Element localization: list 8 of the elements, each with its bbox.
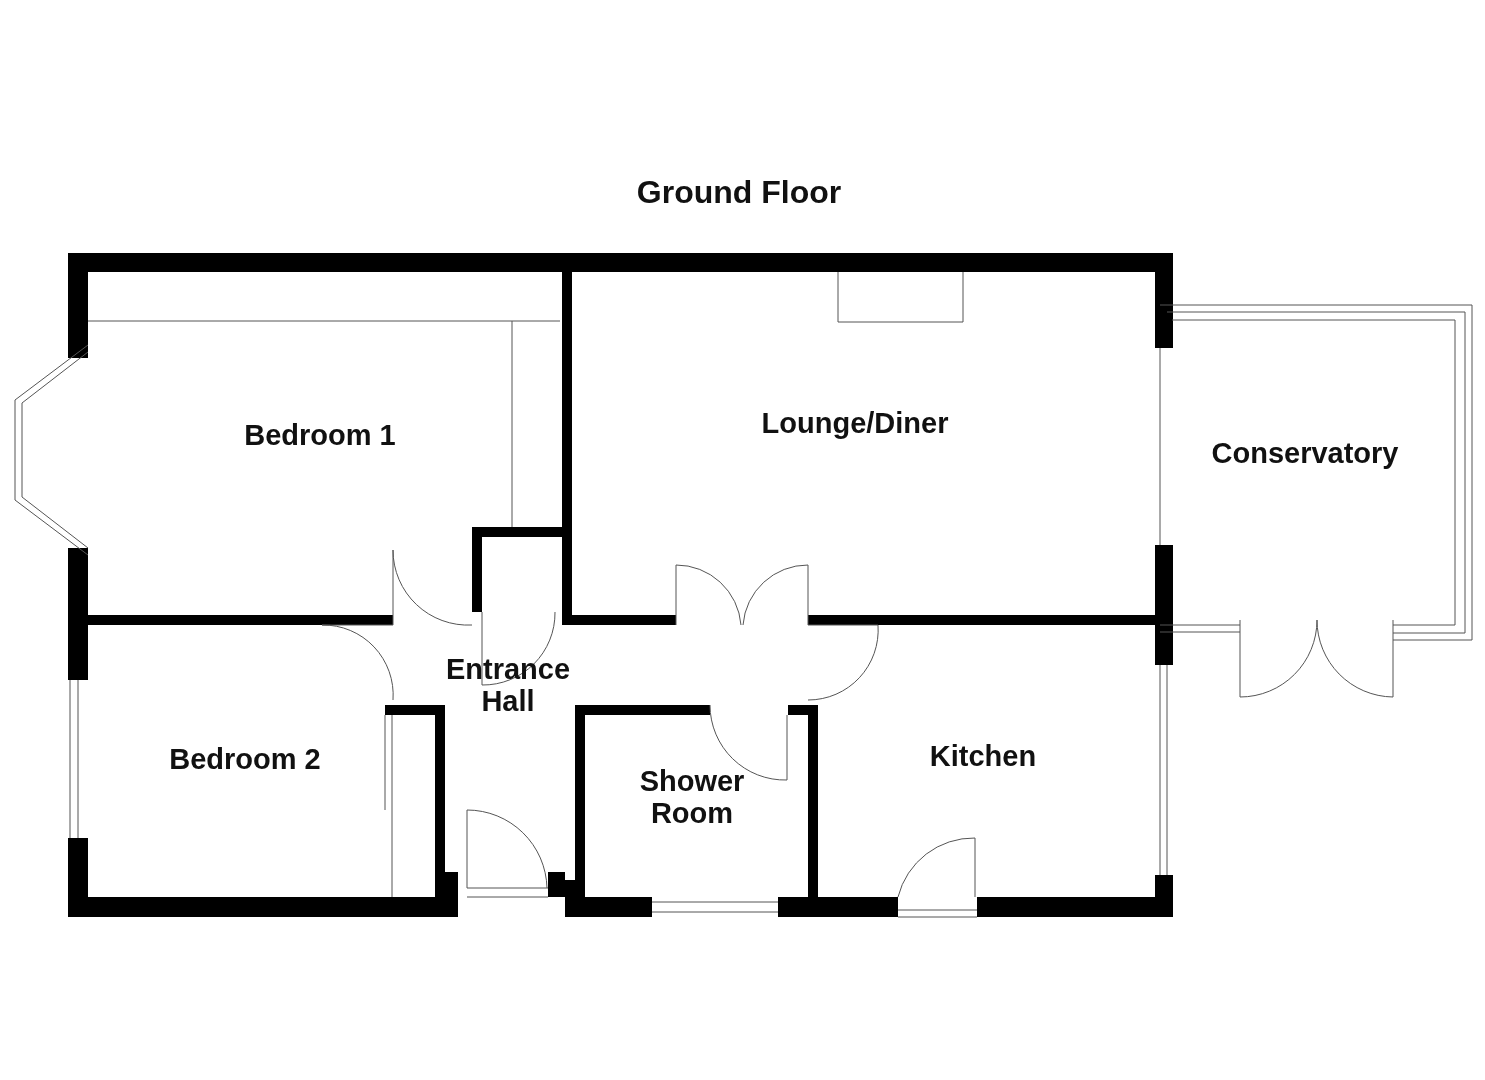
room-label: Bedroom 2 [169, 743, 321, 775]
room-label: Lounge/Diner [761, 407, 949, 439]
room-label: Bedroom 1 [244, 419, 396, 451]
room-label: Kitchen [929, 740, 1037, 772]
room-label: Shower Room [638, 765, 746, 829]
room-label: Entrance Hall [444, 653, 572, 717]
plan-title: Ground Floor [636, 173, 842, 211]
room-label: Conservatory [1211, 437, 1399, 469]
